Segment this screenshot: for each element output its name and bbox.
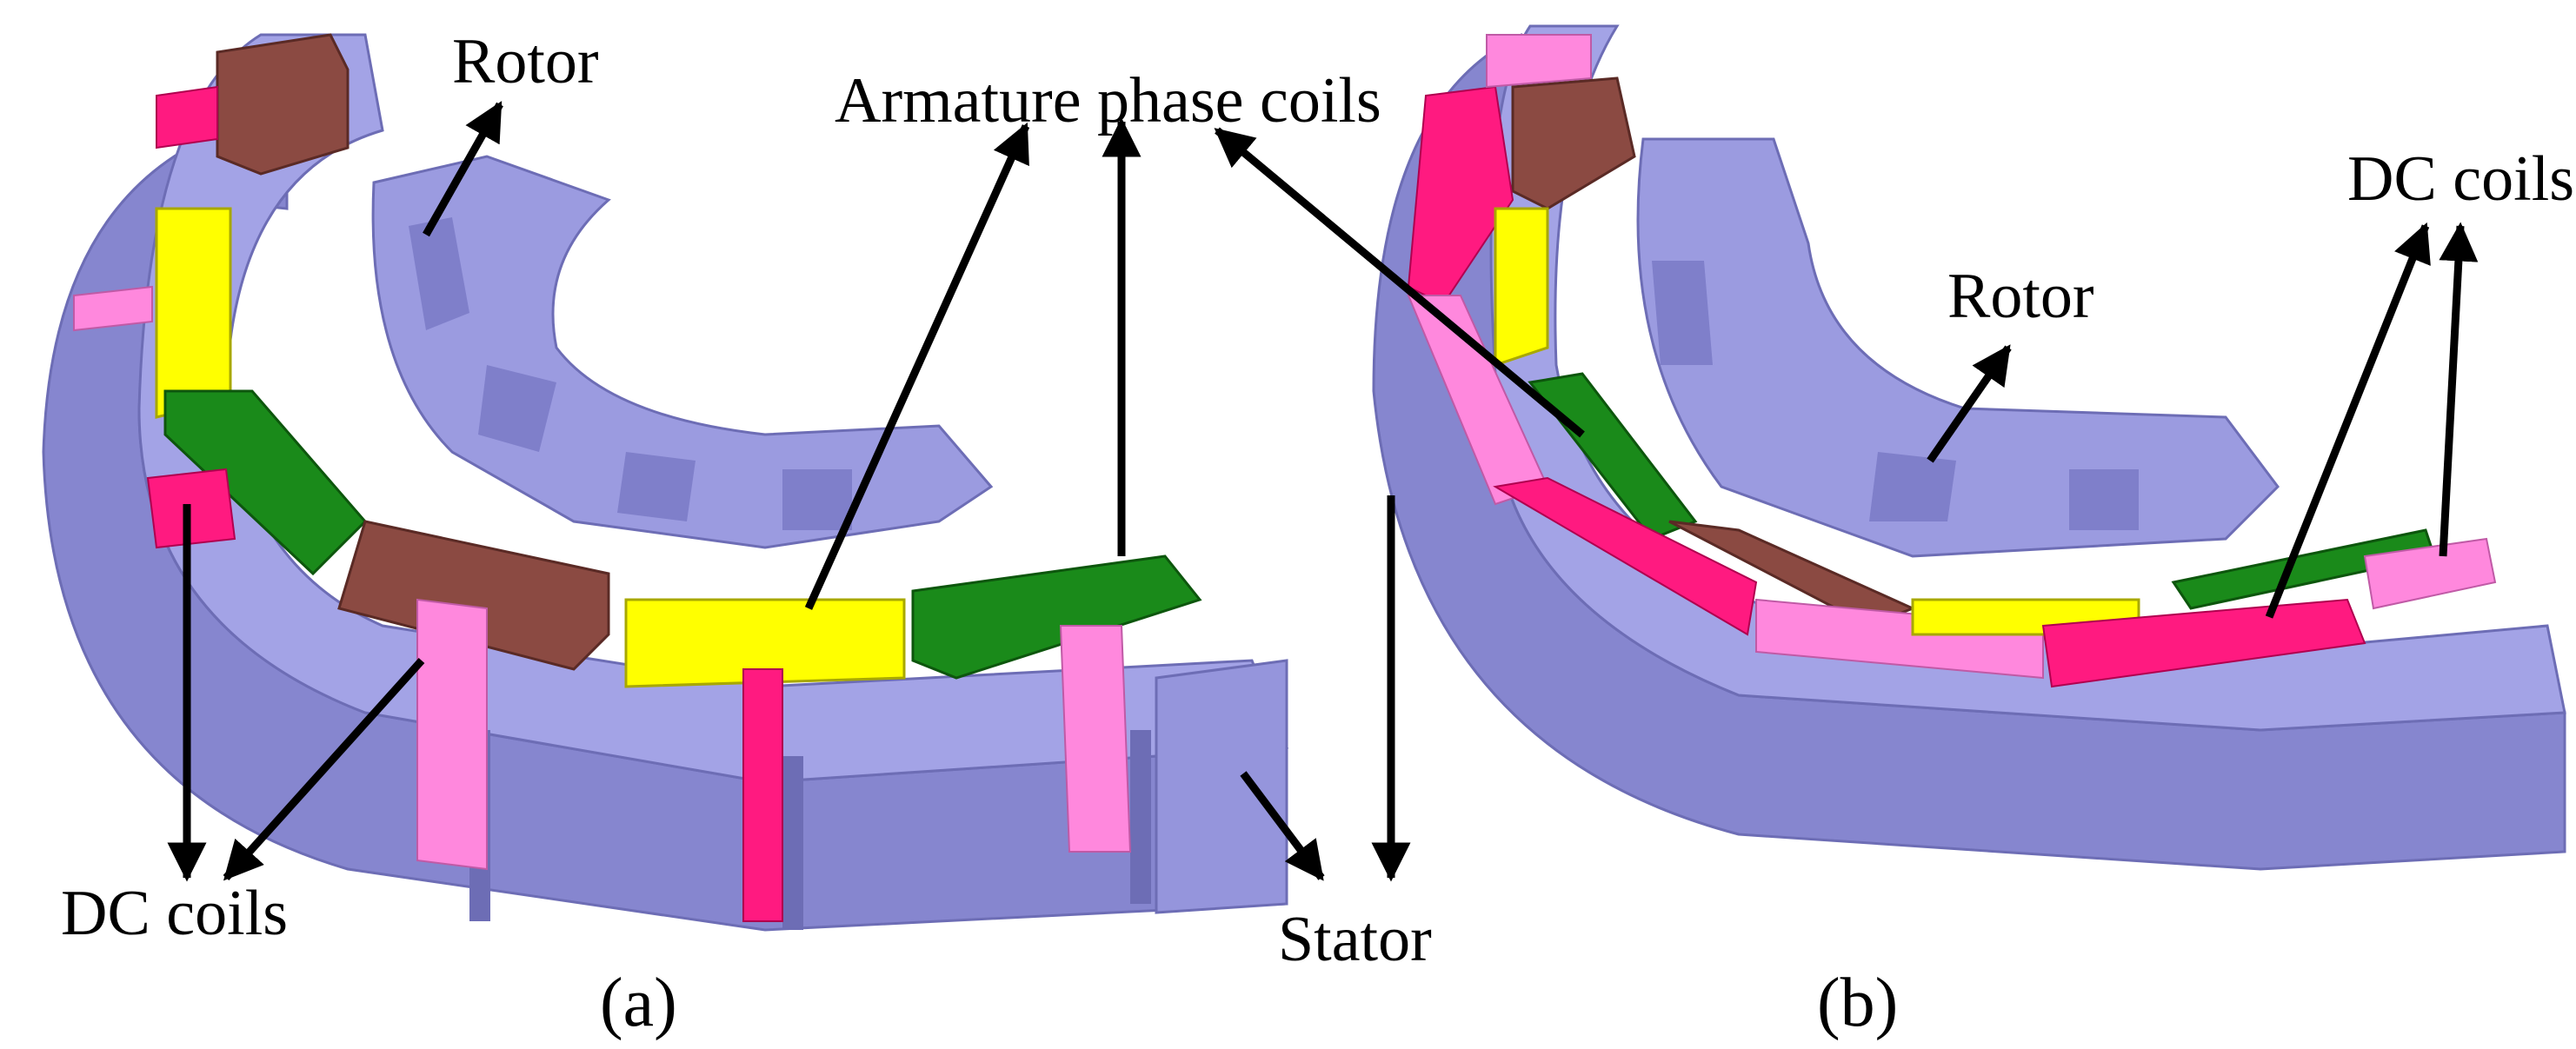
label-dc-coils-a: DC coils (61, 878, 288, 949)
arrow-armature-1 (804, 122, 1030, 610)
coil-b-brown-top (1511, 76, 1636, 210)
coil-b-green-left (1528, 372, 1698, 541)
coil-a-pink-left (73, 285, 153, 332)
coil-a-magenta-left (146, 468, 236, 549)
rotor-a-slot-2 (478, 365, 556, 452)
coil-b-magenta-top (1407, 85, 1514, 306)
arrow-dc-coils-b-1 (2265, 222, 2431, 619)
rotor-b-slot-3 (2069, 469, 2139, 530)
coil-a-pink-mid (416, 598, 488, 871)
arrow-rotor-a (423, 101, 503, 237)
arrow-dc-coils-b-2 (2439, 222, 2479, 557)
arrow-dc-coils-a-2 (223, 657, 425, 881)
arrow-armature-3 (1214, 127, 1585, 438)
arrow-stator-1 (1240, 771, 1325, 881)
label-armature-phase-coils: Armature phase coils (835, 65, 1381, 136)
coil-a-green-left (163, 389, 368, 576)
coil-a-pink-right (1059, 625, 1132, 853)
rotor-b (1636, 137, 2280, 558)
rotor-a-slot-4 (782, 469, 852, 530)
rotor-a (371, 155, 994, 549)
arrow-rotor-b (1927, 344, 2012, 463)
coil-b-pink-top (1486, 34, 1592, 89)
label-rotor-b: Rotor (1947, 261, 2094, 332)
coil-a-brown-top (216, 33, 349, 176)
rotor-b-slot-2 (1869, 452, 1956, 521)
motor-a (42, 33, 1289, 932)
coil-a-magenta-top (156, 85, 218, 149)
rotor-b-slot-1 (1652, 261, 1713, 365)
coil-a-brown-mid (337, 520, 610, 671)
stator-b-top-face (1489, 24, 2566, 732)
coil-b-magenta-mid (2041, 598, 2366, 688)
stator-a-slot-3 (1130, 730, 1151, 904)
coil-a-magenta-mid (742, 668, 783, 922)
coil-a-yellow-left (155, 207, 232, 419)
stator-a-right-block (1155, 659, 1288, 914)
caption-b: (b) (1817, 965, 1898, 1041)
coil-b-magenta-left (1493, 476, 1758, 636)
motor-b (1372, 24, 2566, 871)
caption-a: (a) (600, 965, 677, 1041)
label-rotor-a: Rotor (452, 26, 599, 97)
rotor-a-slot-3 (617, 452, 696, 521)
annotation-arrows (167, 101, 2479, 882)
label-dc-coils-b: DC coils (2347, 143, 2574, 215)
coil-a-green-right (911, 554, 1202, 680)
rotor-a-slot-1 (409, 217, 469, 330)
label-stator: Stator (1278, 904, 1432, 975)
coil-b-yellow-left (1494, 207, 1549, 368)
stator-a-slot-2 (782, 756, 803, 930)
